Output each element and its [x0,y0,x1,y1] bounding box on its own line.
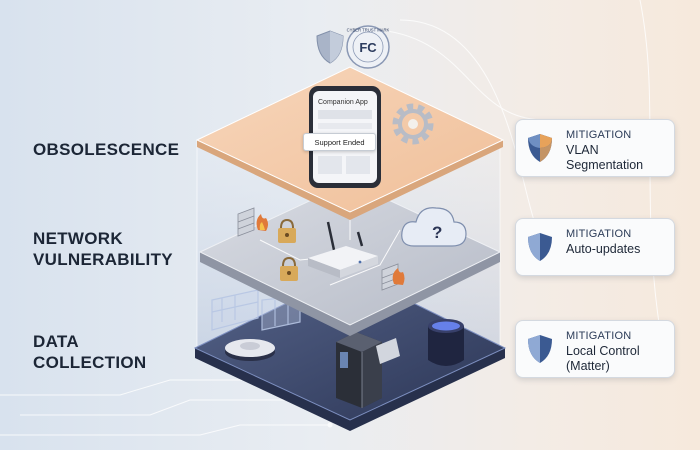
firewall-icon [237,207,268,237]
layer-label-line: VULNERABILITY [33,250,173,269]
padlock-icon [278,218,296,243]
mitigation-heading: MITIGATION [566,228,632,240]
layer-label-obsolescence: OBSOLESCENCE [33,140,180,159]
layer-label-line: NETWORK [33,229,123,248]
firewall-icon [381,263,405,291]
svg-text:?: ? [432,223,442,242]
mitigation-heading: MITIGATION [566,129,632,141]
gear-icon [392,103,434,145]
mitigation-card-vlan: MITIGATION VLAN Segmentation [515,119,675,177]
shield-icon [528,233,552,261]
mitigation-card-auto-updates: MITIGATION Auto-updates [515,218,675,276]
mitigation-text: Local Control (Matter) [566,344,640,373]
shield-icon [316,30,344,64]
layer-label-data-collection: DATA COLLECTION [33,331,147,373]
mitigation-text: Auto-updates [566,242,641,256]
phone-app-title: Companion App [318,99,368,106]
mitigation-text: VLAN Segmentation [566,143,644,172]
smart-speaker-icon [428,319,464,366]
shield-icon [528,134,552,162]
robot-vacuum-icon [225,339,275,361]
smart-fridge-icon [336,332,400,408]
fcc-ring-text: CYBER TRUST MARK [347,28,390,33]
layer-label-line: COLLECTION [33,353,147,372]
support-ended-chip: Support Ended [303,133,376,151]
cloud-question-icon: ? [401,207,467,247]
padlock-icon [280,256,298,281]
layer-label-line: DATA [33,332,79,351]
mitigation-card-local-control: MITIGATION Local Control (Matter) [515,320,675,378]
fcc-badge-icon: FC CYBER TRUST MARK [346,25,390,69]
layer-label-network-vulnerability: NETWORK VULNERABILITY [33,228,173,270]
fcc-logo: FC [359,40,377,55]
shield-icon [528,335,552,363]
router-icon [308,221,378,278]
mitigation-heading: MITIGATION [566,330,632,342]
